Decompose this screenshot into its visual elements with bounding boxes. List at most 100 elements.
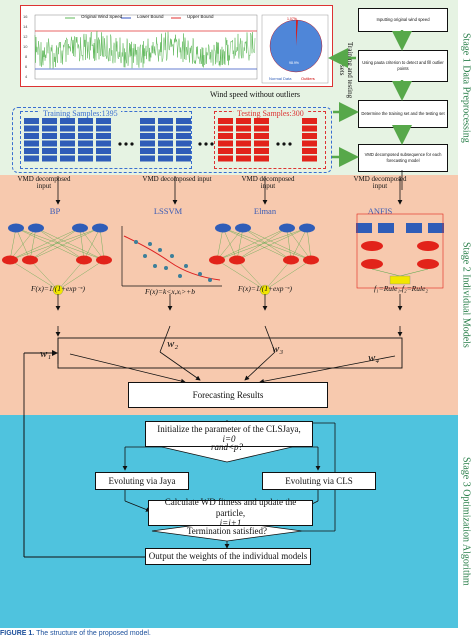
lssvm-input-label: VMD decomposed input: [142, 175, 212, 183]
forecasting-results-box: Forecasting Results: [128, 382, 328, 408]
legend-lower: Lower Bound: [137, 14, 164, 19]
svg-text:12: 12: [23, 34, 28, 39]
lssvm-point: [170, 254, 174, 258]
cls-box: Evoluting via CLS: [262, 472, 376, 490]
lssvm-point: [134, 240, 138, 244]
test-cell: [254, 148, 269, 154]
pie-legend-outliers: Outliers: [301, 76, 315, 81]
train-cell: [24, 140, 39, 147]
pie-legend-normal: Normal Data: [269, 76, 292, 81]
train-cell: [60, 125, 75, 132]
train-cell: [24, 125, 39, 132]
train-cell: [78, 118, 93, 124]
train-cell: [140, 125, 155, 132]
train-cell: [60, 133, 75, 139]
calc-fitness-box: Calculate WD fitness and update the part…: [148, 497, 313, 528]
stage2-graphics: [2, 176, 444, 384]
weight-1: w₁: [40, 348, 52, 360]
elman-network: [209, 223, 319, 296]
input-node: [72, 223, 88, 233]
test-cell: [218, 133, 233, 139]
stage1-label: Stage 1 Data Preprocessing: [460, 32, 472, 143]
train-cell: [96, 148, 111, 154]
hidden-node: [303, 255, 319, 265]
stage3-label: Stage 3 Optimization Algorithm: [460, 457, 472, 586]
train-cell: [42, 125, 57, 132]
train-cell: [42, 148, 57, 154]
hidden-node: [209, 255, 225, 265]
testing-samples-label: Testing Samples:300: [234, 109, 307, 118]
stage2-label: Stage 2 Individual Models: [460, 242, 472, 348]
weight-4: w₄: [368, 352, 380, 364]
train-cell: [176, 125, 191, 132]
output-weights-box: Output the weights of the individual mod…: [145, 548, 311, 565]
svg-text:16: 16: [23, 14, 28, 19]
train-cell: [24, 133, 39, 139]
stage2-panel: [0, 175, 458, 415]
test-cell: [254, 155, 269, 162]
train-cell: [60, 155, 75, 162]
test-cell: [302, 125, 317, 132]
train-cell: [176, 148, 191, 154]
train-cell: [158, 148, 173, 154]
lssvm-title: LSSVM: [153, 206, 183, 216]
train-cell: [42, 155, 57, 162]
test-cell: [236, 125, 251, 132]
lssvm-point: [148, 242, 152, 246]
termination-label: Termination satisfied?: [186, 526, 268, 536]
svg-text:6: 6: [25, 64, 28, 69]
train-cell: [158, 155, 173, 162]
train-cell: [140, 118, 155, 124]
train-cell: [96, 155, 111, 162]
train-cell: [96, 125, 111, 132]
bp-formula: F(x)=1/(1+exp⁻ˣ): [30, 284, 86, 293]
train-cell: [42, 118, 57, 124]
train-cell: [78, 125, 93, 132]
test-cell: [302, 140, 317, 147]
test-cell: [236, 148, 251, 154]
svg-text:4: 4: [25, 74, 28, 79]
svg-text:10: 10: [23, 44, 28, 49]
lssvm-point: [184, 264, 188, 268]
test-cell: [236, 155, 251, 162]
svg-text:8: 8: [25, 54, 28, 59]
anfis-rule: [361, 241, 383, 251]
flow-vmd: VMD decomposed subsequence for each fore…: [358, 144, 448, 172]
training-testing-label: Training and testing sets: [338, 41, 354, 99]
lssvm-point: [164, 266, 168, 270]
train-cell: [60, 118, 75, 124]
test-cell: [218, 140, 233, 147]
train-cell: [96, 140, 111, 147]
anfis-output: [389, 275, 411, 285]
anfis-input: [378, 223, 394, 233]
anfis-input: [406, 223, 422, 233]
train-cell: [158, 133, 173, 139]
legend-original: Original Wind Speed: [81, 14, 123, 19]
elman-input-label: VMD decomposed input: [241, 175, 295, 191]
train-cell: [140, 140, 155, 147]
train-cell: [24, 118, 39, 124]
init-box: Initialize the parameter of the CLSJaya,…: [145, 421, 313, 447]
jaya-box: Evoluting via Jaya: [95, 472, 189, 490]
train-cell: [60, 148, 75, 154]
hidden-node: [229, 255, 245, 265]
input-node: [28, 223, 44, 233]
lssvm-point: [198, 272, 202, 276]
test-cell: [254, 125, 269, 132]
test-cell: [302, 118, 317, 124]
hidden-node: [283, 255, 299, 265]
bp-title: BP: [49, 206, 61, 216]
figure-caption: FIGURE 1. The structure of the proposed …: [0, 630, 151, 637]
hidden-node: [2, 255, 18, 265]
test-cell: [254, 133, 269, 139]
elman-formula: F(x)=1/(1+exp⁻ˣ): [237, 284, 293, 293]
input-node: [279, 223, 295, 233]
lssvm-point: [208, 278, 212, 282]
hidden-node: [96, 255, 112, 265]
lssvm-formula: F(x)=k<x,xᵢ>+b: [145, 287, 195, 296]
weight-3: w₃: [272, 343, 284, 355]
train-cell: [24, 155, 39, 162]
weight-2: w₂: [167, 338, 179, 350]
lssvm-point: [153, 264, 157, 268]
